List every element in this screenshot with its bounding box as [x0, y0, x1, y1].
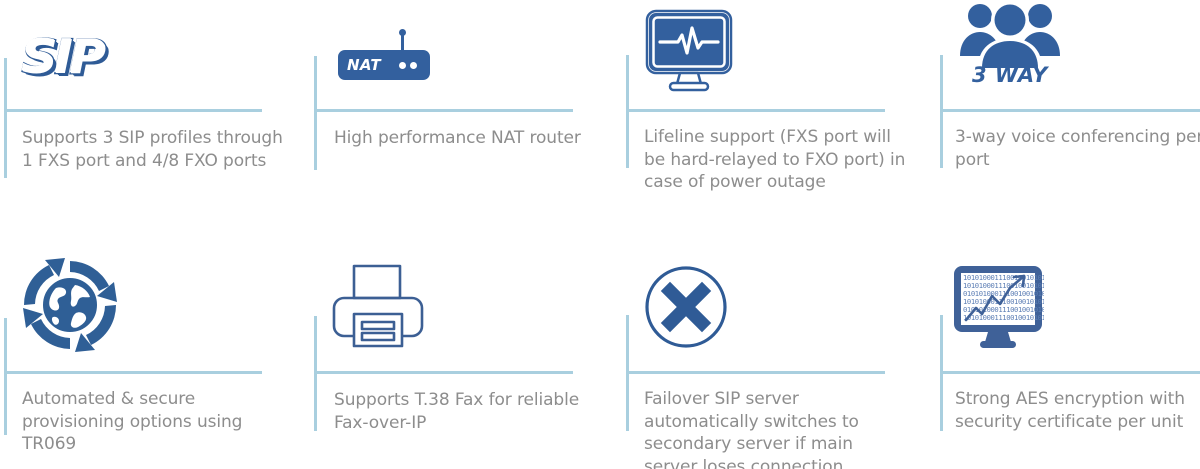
globe-refresh-icon: [18, 255, 122, 355]
rule-horizontal: [626, 371, 885, 374]
rule-horizontal: [626, 109, 885, 112]
rule-horizontal: [4, 109, 262, 112]
rule-vertical: [4, 318, 7, 435]
rule-vertical: [4, 58, 7, 178]
rule-horizontal: [940, 371, 1200, 374]
nat-label: NAT: [347, 56, 381, 74]
svg-text:0101010001110010010101: 0101010001110010010101: [963, 289, 1044, 298]
feature-caption: Supports 3 SIP profiles through 1 FXS po…: [22, 128, 283, 171]
led-indicators: [399, 61, 417, 69]
svg-text:1010100011100100101011: 1010100011100100101011: [963, 281, 1044, 290]
antenna-icon: [399, 29, 406, 51]
feature-caption: Supports T.38 Fax for reliable Fax-over-…: [334, 390, 580, 433]
sip-logo-icon: SIP: [21, 20, 108, 82]
rule-horizontal: [940, 109, 1200, 112]
feature-caption: Failover SIP server automatically switch…: [644, 389, 859, 469]
feature-caption: Lifeline support (FXS port will be hard-…: [644, 127, 906, 192]
rule-horizontal: [314, 109, 573, 112]
circle-x-icon: [644, 265, 728, 349]
rule-horizontal: [4, 371, 262, 374]
svg-text:1010100011100100101011: 1010100011100100101011: [963, 273, 1044, 282]
three-way-label: 3 WAY: [972, 63, 1048, 87]
nat-router-body: NAT: [338, 29, 430, 80]
three-people-icon: 3 WAY: [955, 0, 1065, 95]
svg-text:1010100011100100101011: 1010100011100100101011: [963, 313, 1044, 322]
svg-text:1010100011100100101011: 1010100011100100101011: [963, 297, 1044, 306]
sip-logo-text: SIP: [21, 30, 108, 84]
printer-fax-icon: [332, 260, 424, 350]
svg-text:0101010001110010010101: 0101010001110010010101: [963, 305, 1044, 314]
feature-caption: Strong AES encryption with security cert…: [955, 389, 1185, 432]
rule-horizontal: [314, 371, 573, 374]
feature-caption: 3-way voice conferencing per port: [955, 127, 1200, 170]
nat-router-icon: NAT: [338, 24, 430, 80]
rule-vertical: [314, 56, 317, 170]
feature-caption: Automated & secure provisioning options …: [22, 389, 243, 454]
monitor-heartbeat-icon: [644, 8, 734, 94]
feature-caption: High performance NAT router: [334, 128, 581, 148]
monitor-binary-chart-icon: 1010100011100100101011 10101000111001001…: [952, 262, 1044, 352]
